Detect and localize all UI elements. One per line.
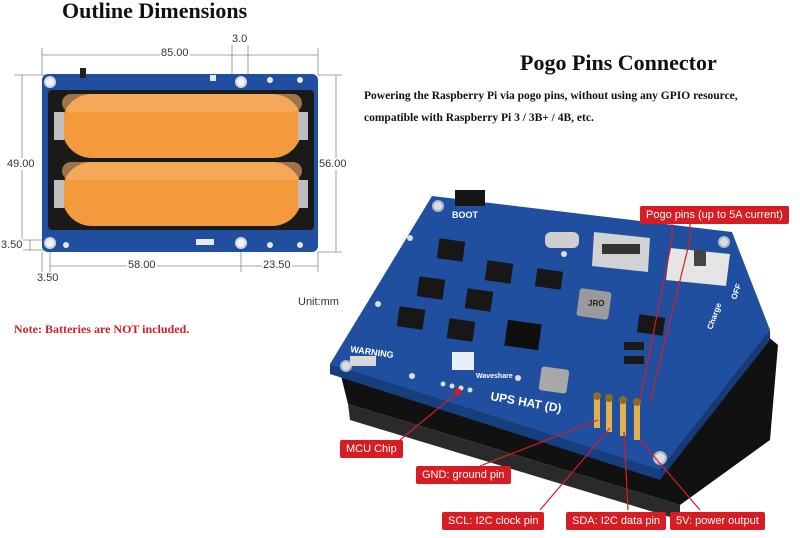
callout-sda: SDA: I2C data pin [566,512,667,530]
pogo-pins [593,392,641,440]
callout-gnd: GND: ground pin [416,466,511,484]
pogo-description-line1: Powering the Raspberry Pi via pogo pins,… [364,90,738,102]
dim-bottom-right: 23.50 [262,259,292,271]
callout-scl: SCL: I2C clock pin [442,512,545,530]
ups-hat-board [330,190,778,520]
callout-leaders [399,222,701,511]
callout-5v: 5V: power output [670,512,765,530]
callout-mcu-chip: MCU Chip [340,440,403,458]
dim-width-total: 85.00 [160,47,190,59]
inductor-label: JRO [588,299,604,308]
battery-top [54,94,308,158]
dim-offset-bottom-left-v: 3.50 [0,239,24,251]
pogo-title: Pogo Pins Connector [520,50,717,75]
dim-bottom-mid: 58.00 [127,259,157,271]
brand-label: Waveshare [476,373,513,380]
battery-note: Note: Batteries are NOT included. [14,322,190,336]
dim-offset-bottom-left-h: 3.50 [36,272,60,284]
callout-pogo-pins: Pogo pins (up to 5A current) [640,206,789,224]
pogo-description-line2: compatible with Raspberry Pi 3 / 3B+ / 4… [364,112,594,124]
unit-label: Unit:mm [298,296,339,308]
outline-title: Outline Dimensions [62,0,248,23]
dim-gap-top: 3.0 [231,33,249,45]
dim-height-left: 49.00 [6,158,36,170]
boot-label: BOOT [452,210,479,220]
battery-bottom [54,162,308,226]
outline-drawing [14,45,342,272]
dim-height-right: 56.00 [318,158,348,170]
